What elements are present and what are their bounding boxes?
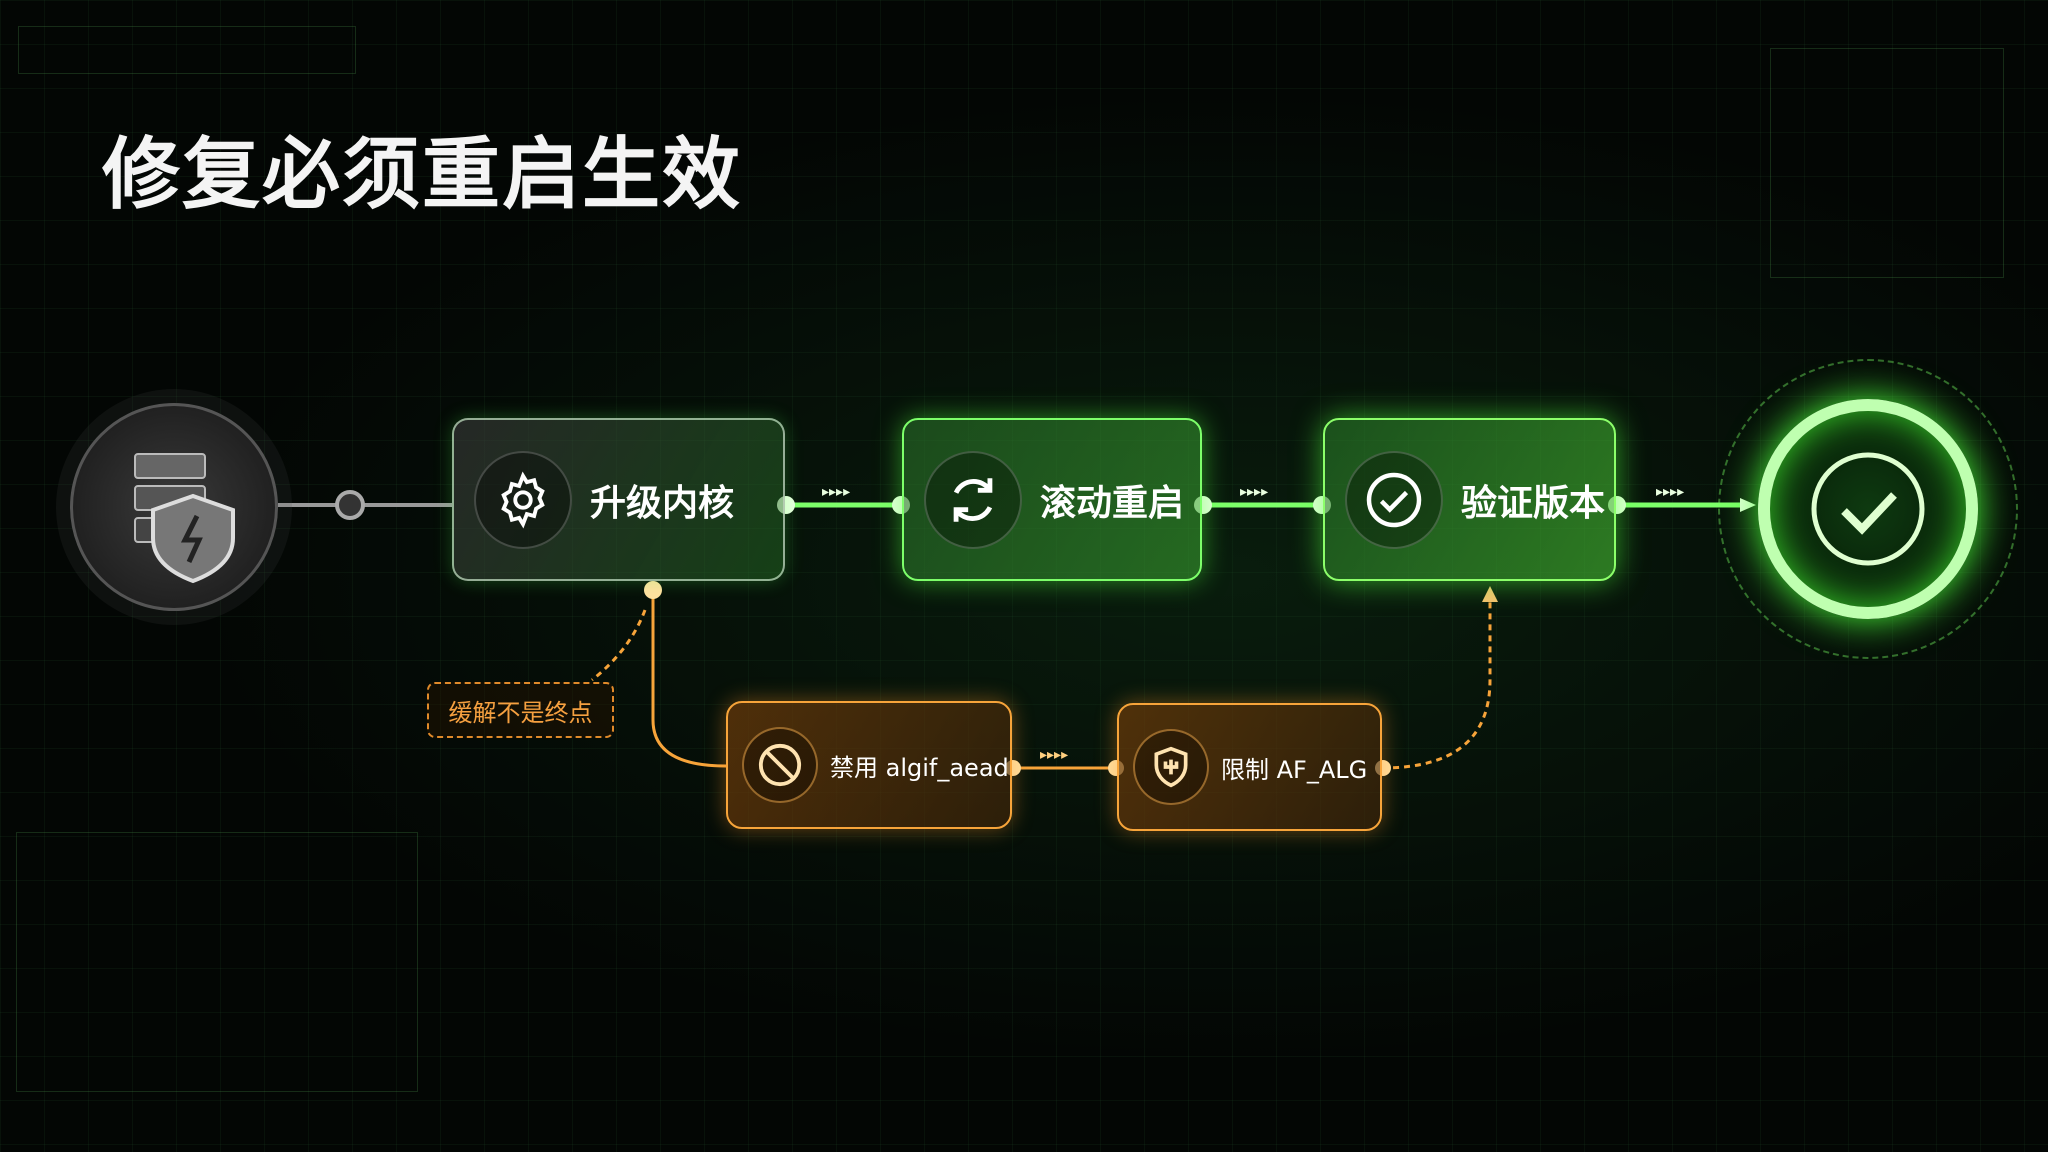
step-label: 滚动重启 [1040,482,1185,524]
server-shield-icon [70,403,278,611]
decor-ring [1718,359,2018,659]
svg-text:▸▸▸▸: ▸▸▸▸ [1240,484,1268,500]
ban-icon [742,727,818,803]
gear-icon [474,450,572,549]
step-label: 验证版本 [1461,482,1606,524]
step-rolling-restart: 滚动重启 [902,418,1202,581]
mitigation-restrict-af-alg: 限制 AF_ALG [1117,703,1382,831]
step-label: 升级内核 [590,482,735,524]
decor-panel-top-right [1770,48,2004,278]
decor-panel-top-left [18,26,356,74]
mitigation-label: 禁用 algif_aead [830,753,1009,782]
refresh-icon [924,450,1022,549]
mitigation-label: 限制 AF_ALG [1221,755,1368,784]
success-check-icon [1758,399,1978,619]
page-title: 修复必须重启生效 [102,130,743,220]
svg-text:▸▸▸▸: ▸▸▸▸ [822,484,850,500]
mitigation-disable-algif: 禁用 algif_aead [726,701,1012,829]
orange-connectors [591,590,1492,770]
step-upgrade-kernel: 升级内核 [452,418,785,581]
decor-panel-bottom-left [16,832,418,1092]
svg-text:▸▸▸▸: ▸▸▸▸ [1656,484,1684,500]
flow-arrows: ▸▸▸▸ ▸▸▸▸ ▸▸▸▸ [822,484,1684,500]
check-circle-icon [1345,450,1443,549]
shield-icon [1133,729,1209,805]
node-dot [335,490,365,520]
step-verify-version: 验证版本 [1323,418,1616,581]
callout-note: 缓解不是终点 [427,682,614,738]
svg-text:▸▸▸▸: ▸▸▸▸ [1040,747,1068,763]
